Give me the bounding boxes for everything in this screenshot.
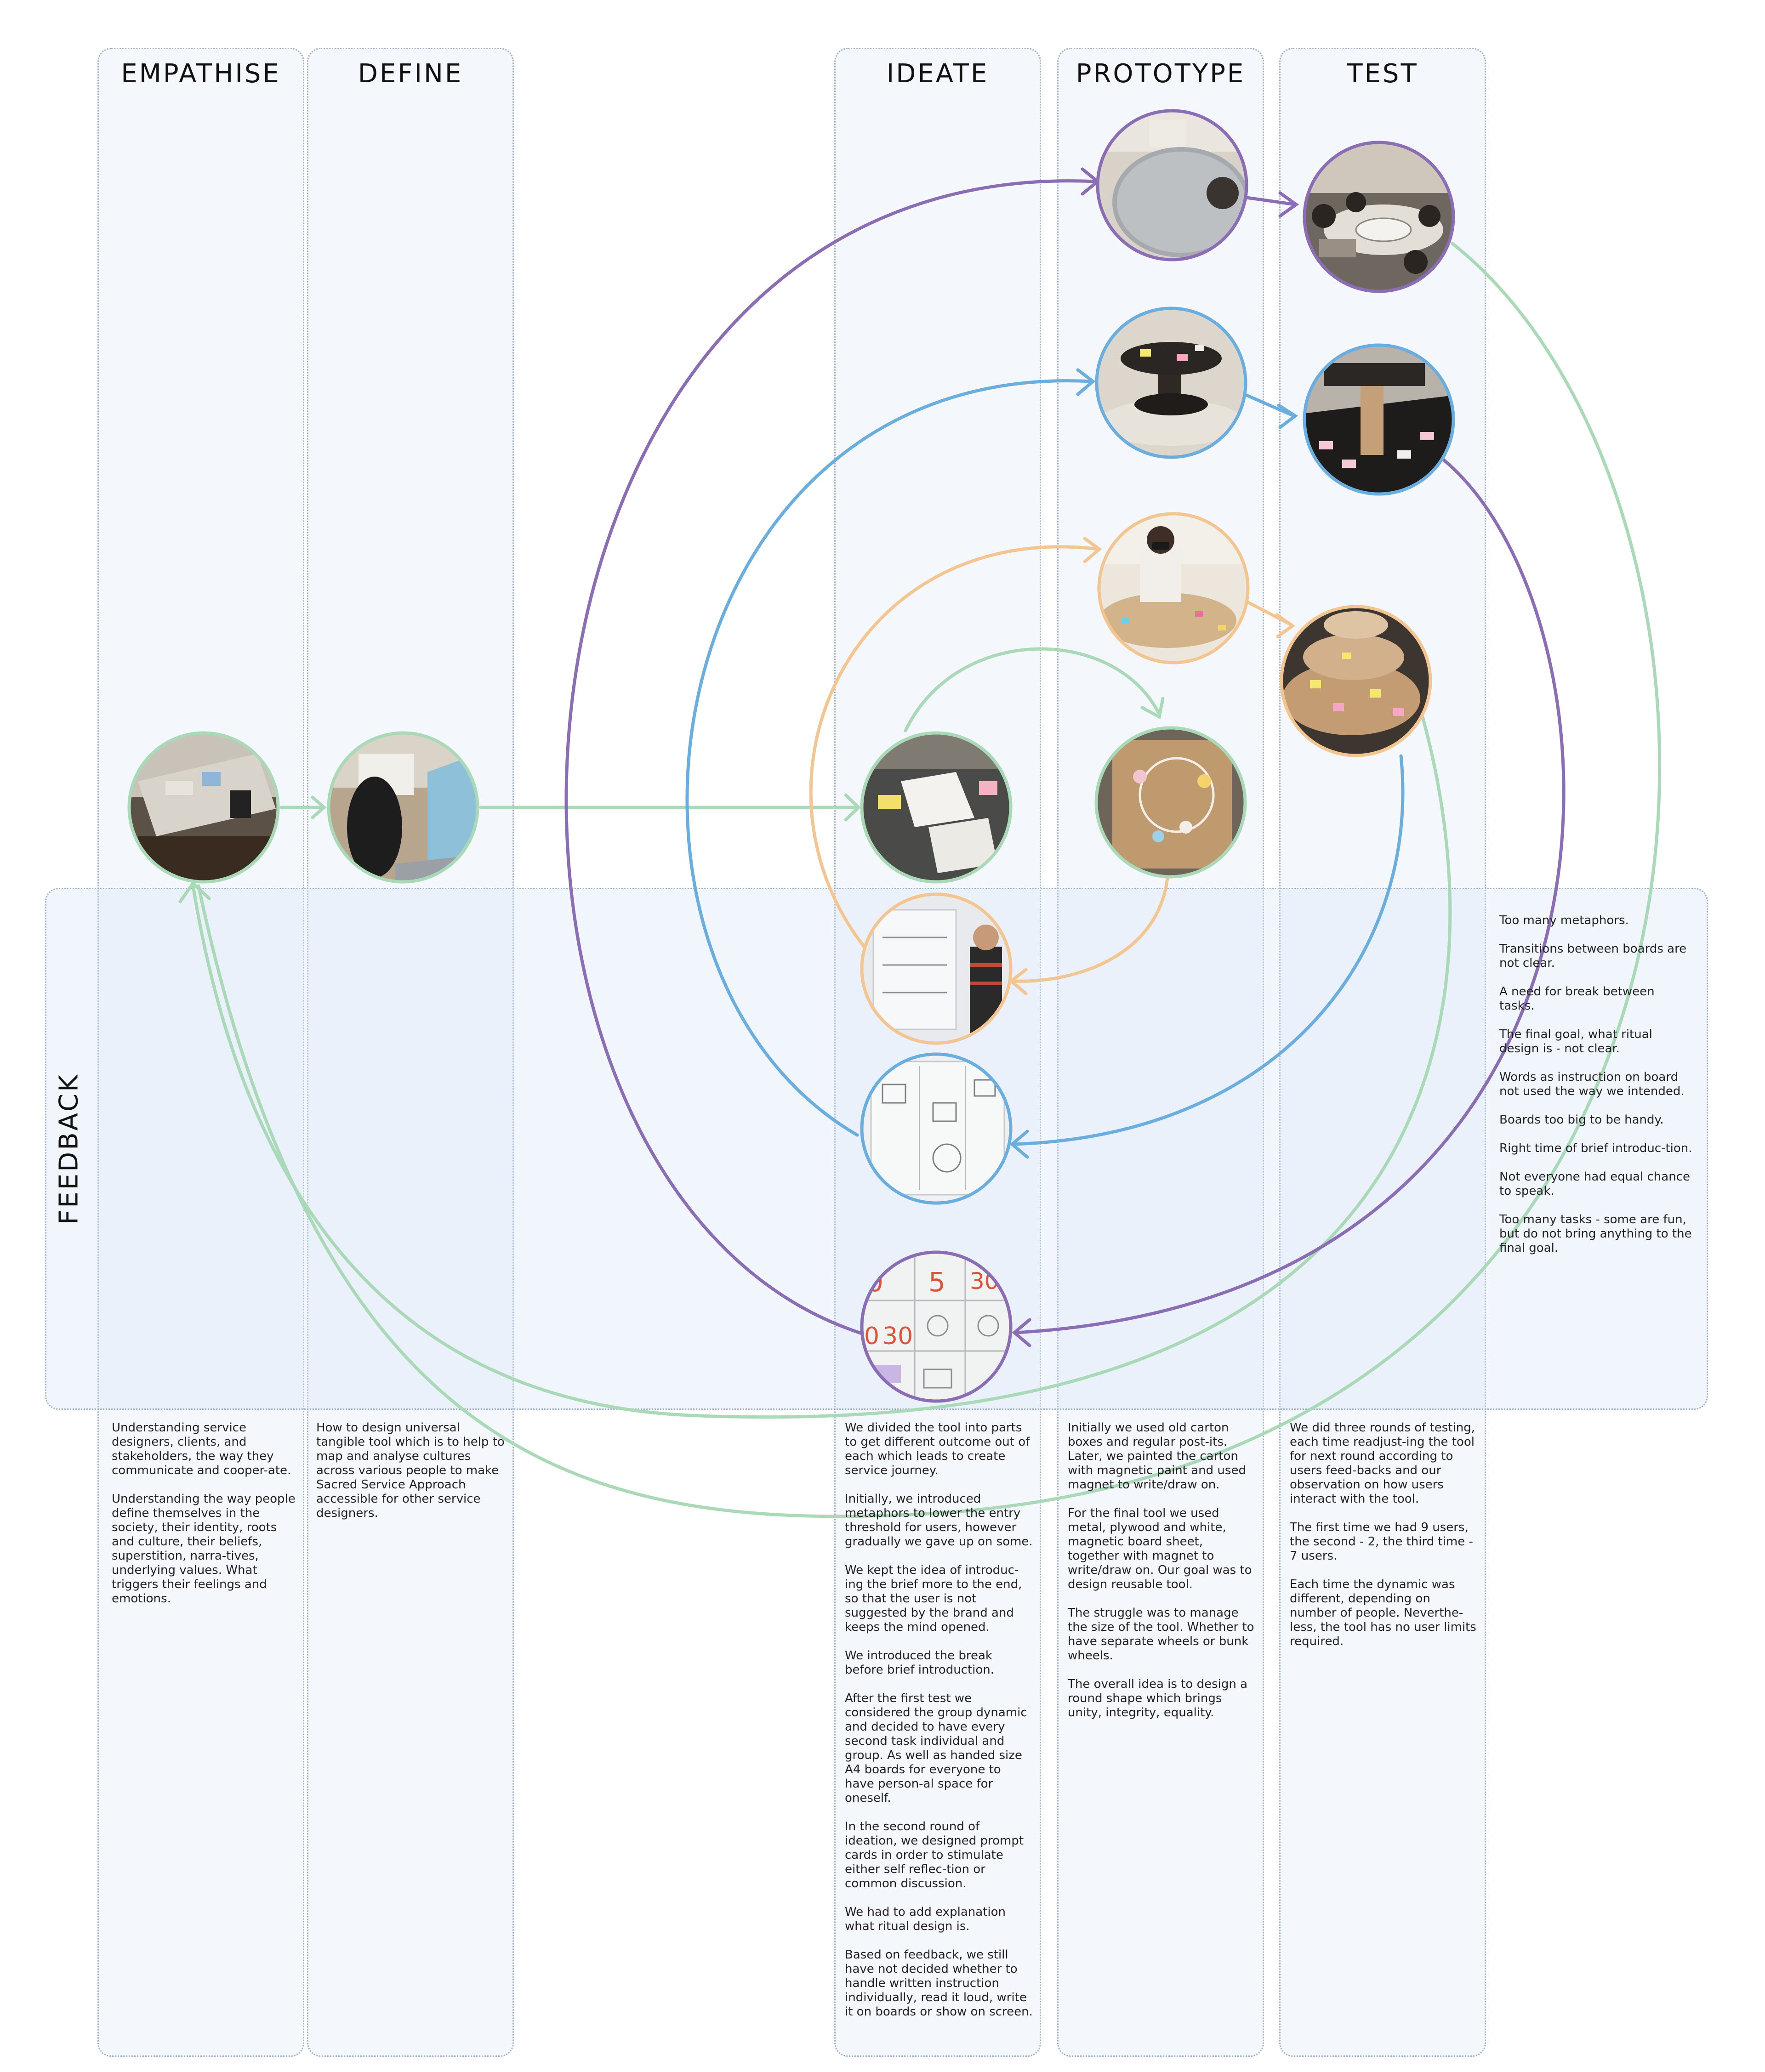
- phase-title-empathise: EMPATHISE: [121, 59, 281, 89]
- flow-ideate-to-prototype-green: [904, 647, 1160, 732]
- arrow-head: [1012, 1318, 1031, 1347]
- flow-test-return-inner: [191, 715, 1452, 1419]
- phase-title-ideate: IDEATE: [886, 59, 989, 89]
- flow-ideate-prototype-blue: [685, 379, 1093, 1137]
- arrow-head: [311, 795, 327, 819]
- arrow-head: [844, 793, 861, 822]
- prototype-round4-photo: [1098, 111, 1247, 260]
- arrow-head: [1009, 1130, 1029, 1159]
- arrow-head: [1083, 537, 1102, 563]
- arrow-head: [178, 880, 211, 903]
- flow-prototype-test-blue: [1245, 393, 1296, 418]
- feedback-notes: Too many metaphors. Transitions between …: [1499, 914, 1692, 1255]
- prototype-round3-photo: [1097, 308, 1246, 457]
- phase-title-prototype: PROTOTYPE: [1076, 59, 1246, 89]
- flow-test-ideate-blue: [1012, 754, 1405, 1146]
- whiteboard-mark: 5: [928, 1266, 945, 1298]
- column-ideate: [834, 48, 1041, 2057]
- test-round3-photo: [1304, 345, 1453, 494]
- column-define: [307, 48, 514, 2057]
- test-round2-photo: [1281, 607, 1430, 755]
- flow-ideate-prototype-orange: [809, 545, 1100, 948]
- flow-prototype-ideate-orange: [1012, 876, 1169, 983]
- prototype-round1-photo: [1096, 728, 1245, 877]
- test-round4-photo: [1304, 142, 1453, 291]
- whiteboard-mark: 0: [864, 1323, 879, 1350]
- test-description: We did three rounds of testing, each tim…: [1290, 1421, 1476, 1648]
- arrow-head: [1076, 368, 1096, 396]
- arrow-head: [1278, 191, 1299, 218]
- define-description: How to design universal tangible tool wh…: [316, 1421, 505, 1520]
- ideate-description: We divided the tool into parts to get di…: [845, 1421, 1033, 2019]
- flow-prototype-test-purple: [1245, 196, 1297, 206]
- column-empathise: [97, 48, 304, 2057]
- ideate-round3-photo: [862, 1054, 1011, 1203]
- phase-title-define: DEFINE: [358, 59, 463, 89]
- whiteboard-mark: 30: [882, 1323, 913, 1350]
- flow-ideate-prototype-purple: [564, 179, 1098, 1337]
- prototype-description: Initially we used old carton boxes and r…: [1068, 1421, 1254, 1720]
- flow-test-ideate-purple: [1014, 458, 1566, 1334]
- phase-title-test: TEST: [1347, 59, 1418, 89]
- arrow-head: [1275, 613, 1296, 638]
- arrow-head: [1140, 697, 1165, 720]
- arrow-head: [1277, 403, 1298, 429]
- flow-test-return-outer: [197, 242, 1662, 1518]
- empathise-description: Understanding service designers, clients…: [112, 1421, 296, 1606]
